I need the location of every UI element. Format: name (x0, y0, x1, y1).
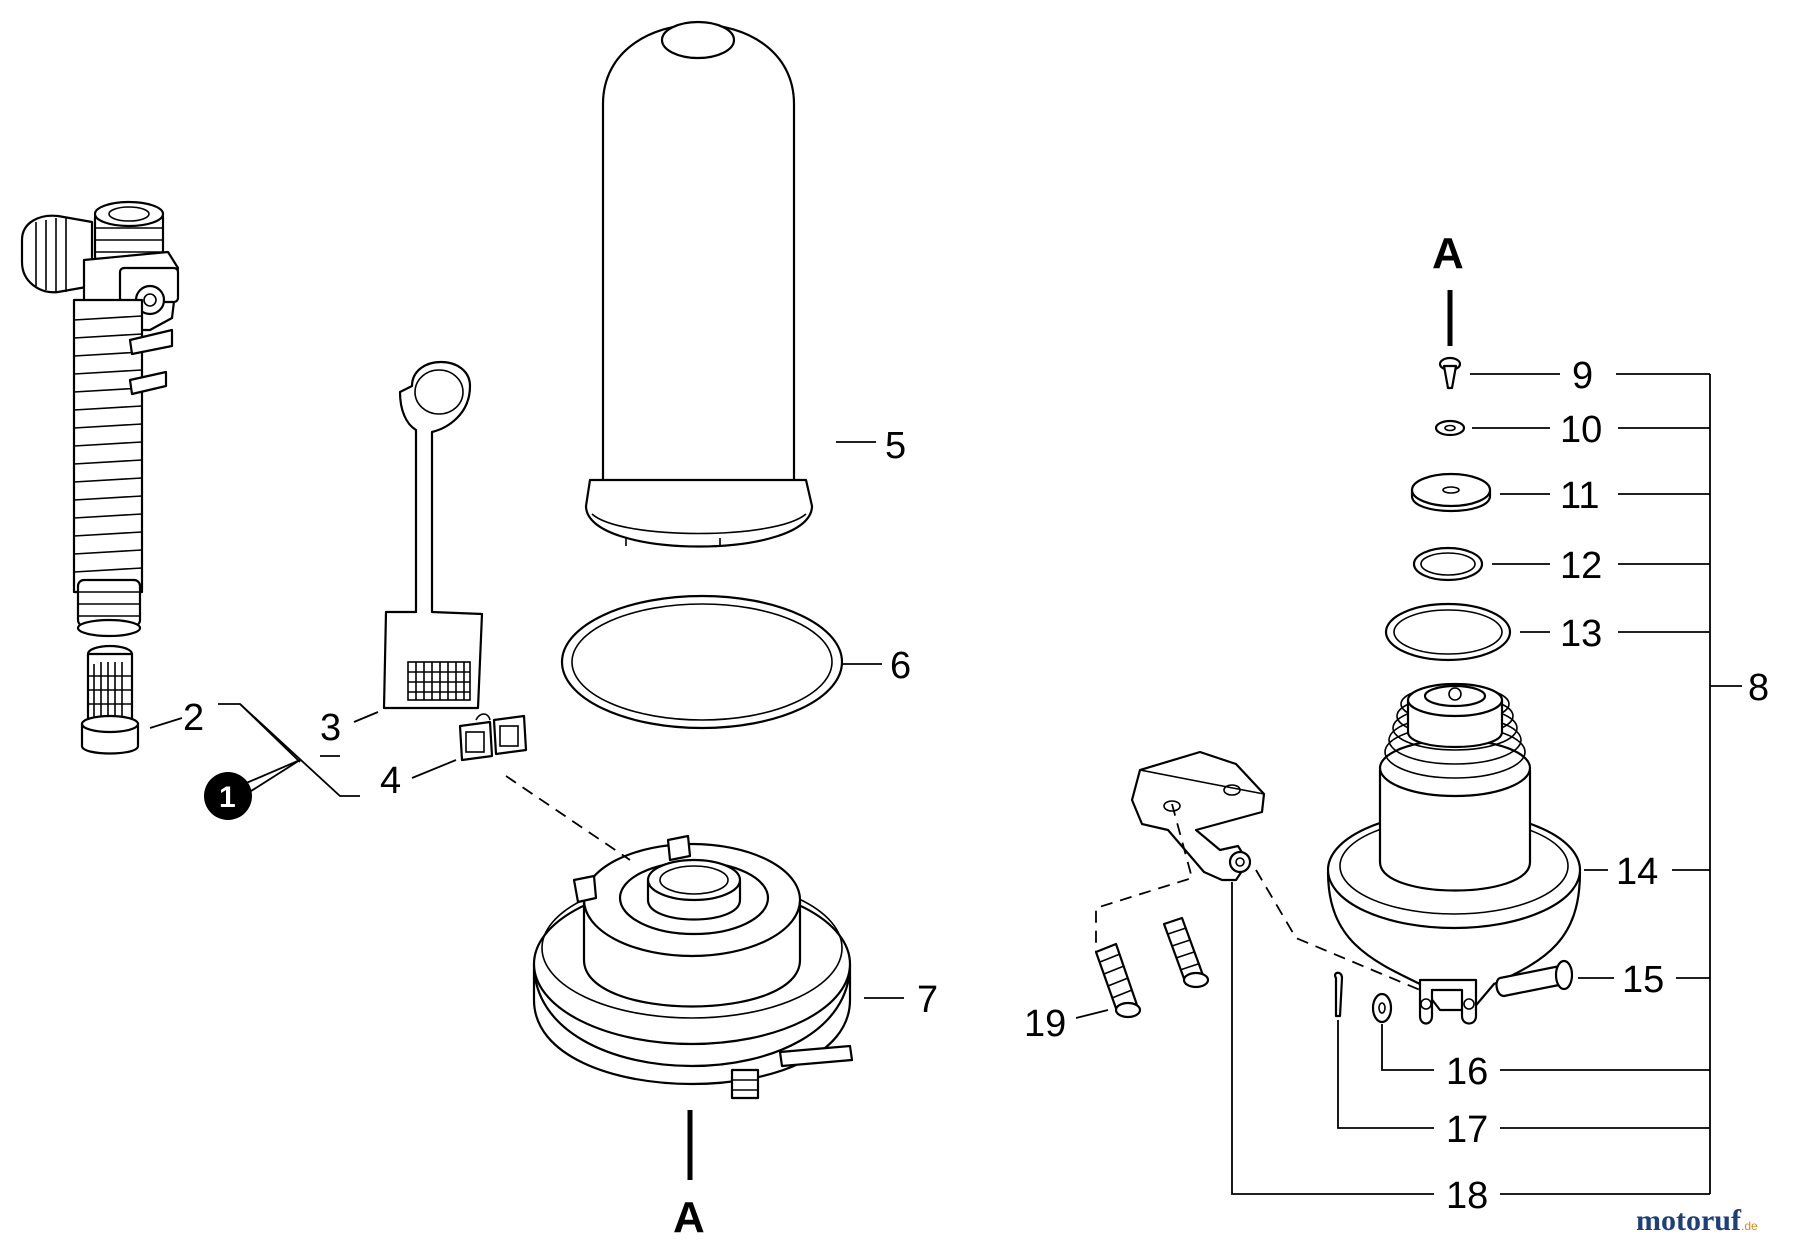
small-o-ring (1412, 546, 1484, 582)
small-strainer (80, 644, 140, 755)
ref-label-top: A (1432, 229, 1464, 278)
small-washer (1434, 419, 1466, 437)
callout-9: 9 (1572, 355, 1593, 397)
callout-11: 11 (1560, 475, 1599, 517)
clevis-pin (1495, 959, 1574, 998)
cleaning-tool (382, 360, 484, 710)
filter-bowl (584, 20, 814, 548)
small-clips (458, 713, 528, 762)
callout-12: 12 (1560, 545, 1602, 587)
ref-label-bottom: A (673, 1193, 705, 1242)
lever-handle (1130, 750, 1266, 882)
callout-18: 18 (1446, 1175, 1488, 1217)
large-o-ring (1384, 602, 1512, 662)
cotter-pin (1334, 971, 1344, 1018)
assembly-dashed-line-left (505, 775, 631, 861)
leader-lines (149, 373, 1742, 1195)
callout-17: 17 (1446, 1109, 1488, 1151)
intake-pipe-assembly (20, 200, 180, 638)
callout-15: 15 (1622, 959, 1664, 1001)
pin-washer (1371, 992, 1393, 1024)
assembly-dashed-line-lever (1255, 869, 1421, 991)
screw (1438, 356, 1462, 390)
callout-14: 14 (1616, 851, 1658, 893)
valve-body (1326, 682, 1582, 1025)
callout-labels: 1 2 3 4 5 6 7 8 9 10 11 12 13 14 15 16 1… (183, 355, 1769, 1217)
callout-8: 8 (1748, 667, 1769, 709)
lever-bolts (1094, 916, 1210, 1019)
callout-7: 7 (917, 979, 938, 1021)
callout-19: 19 (1024, 1003, 1066, 1045)
filter-base (532, 834, 854, 1100)
callout-1-badge: 1 (204, 772, 252, 820)
callout-2: 2 (183, 697, 204, 739)
watermark-logo: motoruf.de (1636, 1204, 1758, 1237)
callout-10: 10 (1560, 409, 1602, 451)
bowl-o-ring (560, 594, 844, 730)
callout-4: 4 (380, 760, 401, 802)
callout-6: 6 (890, 645, 911, 687)
valve-disc (1410, 472, 1492, 512)
callout-5: 5 (885, 425, 906, 467)
callout-16: 16 (1446, 1051, 1488, 1093)
callout-3: 3 (320, 707, 341, 749)
callout-13: 13 (1560, 613, 1602, 655)
assembly-dashed-line-bolts (1095, 803, 1194, 952)
callout-1: 1 (219, 781, 236, 814)
svg-text:motoruf.de: motoruf.de (1636, 1204, 1758, 1237)
